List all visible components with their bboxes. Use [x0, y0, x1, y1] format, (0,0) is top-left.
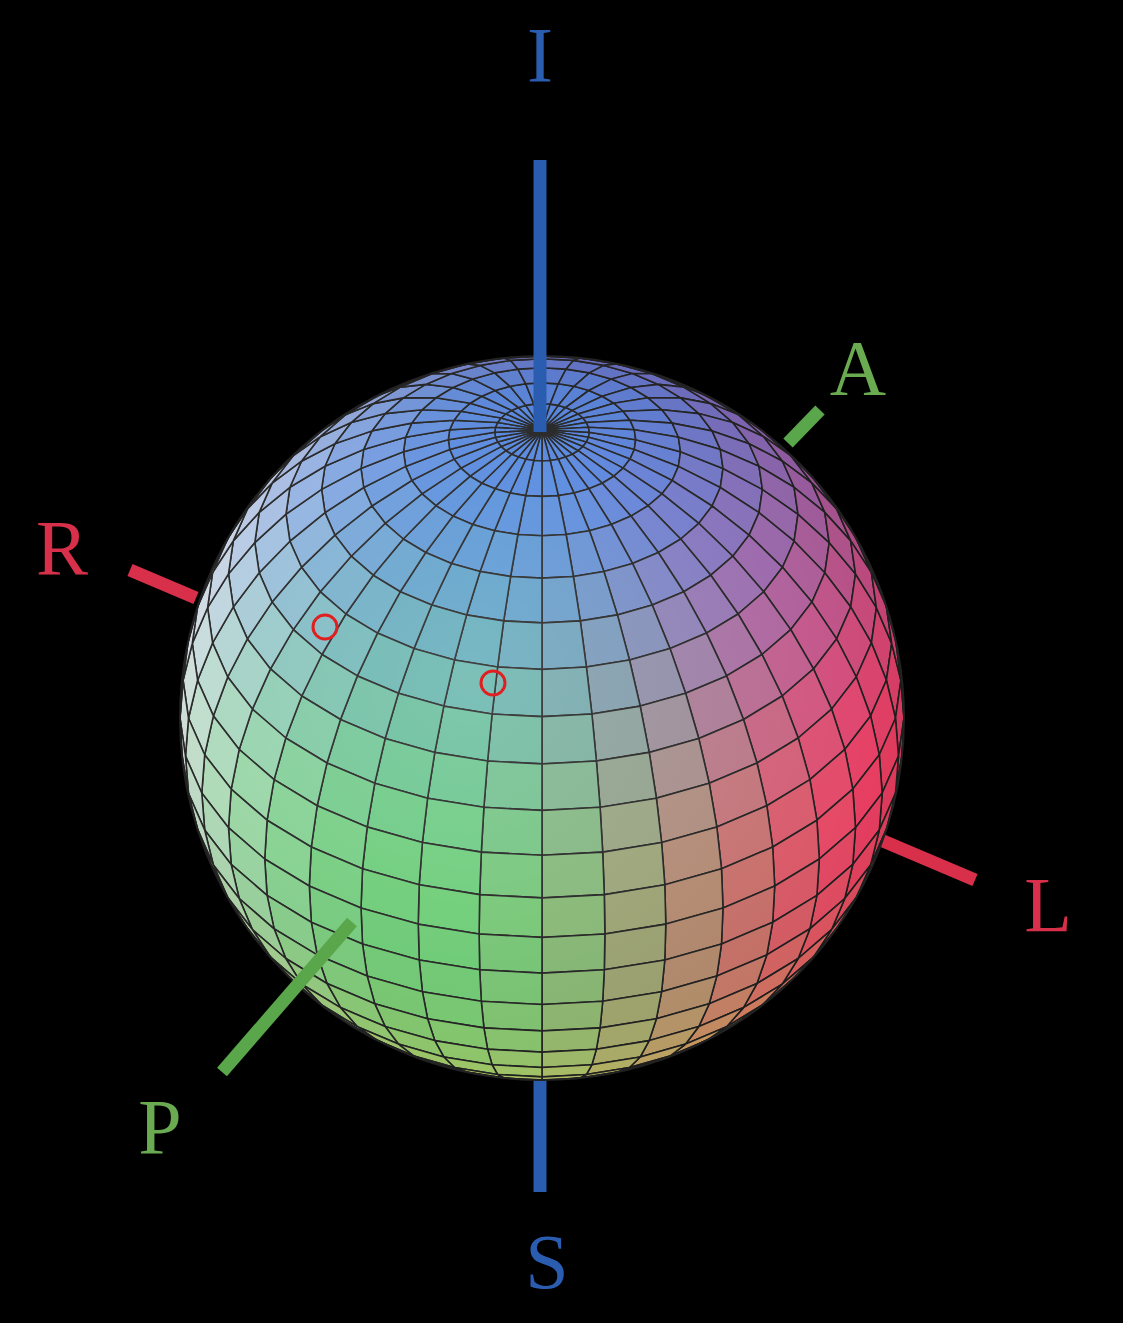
- axis-label: A: [830, 329, 886, 407]
- axis-label: P: [138, 1088, 181, 1166]
- r-axis: [130, 570, 196, 598]
- marker-circle: [313, 615, 337, 639]
- sphere-outline: [180, 356, 904, 1080]
- marker-circle: [481, 671, 505, 695]
- a-axis: [788, 410, 820, 443]
- s-axis: [534, 1080, 547, 1192]
- sphere-grid: [180, 356, 904, 1080]
- axis-label: I: [527, 16, 553, 94]
- sphere-shine: [180, 356, 904, 1080]
- axis-label: R: [36, 509, 88, 587]
- axis-label: L: [1024, 866, 1072, 944]
- axis-label: S: [525, 1223, 568, 1301]
- l-axis: [876, 838, 975, 880]
- i-axis: [534, 160, 547, 432]
- p-axis: [222, 922, 352, 1072]
